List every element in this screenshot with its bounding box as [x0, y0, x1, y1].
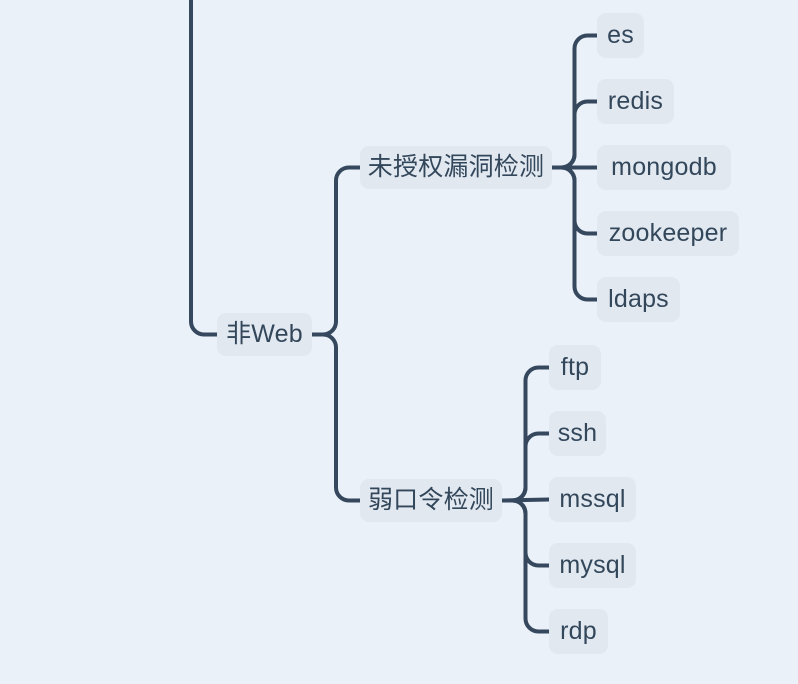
- connector-branch-unauth-to-leaf-redis: [550, 99, 599, 170]
- connector-branch-weakpass-to-leaf-ssh: [500, 431, 551, 503]
- mindmap-node-mongodb[interactable]: mongodb: [597, 145, 731, 190]
- node-label: mongodb: [611, 153, 717, 181]
- node-label: redis: [607, 87, 664, 115]
- node-label: ldaps: [608, 285, 669, 313]
- connector-incoming-to-root: [189, 0, 219, 337]
- mindmap-node-mysql[interactable]: mysql: [549, 543, 636, 588]
- connector-branch-unauth-to-leaf-es: [550, 33, 599, 170]
- node-label: 弱口令检测: [367, 486, 494, 514]
- mindmap-node-ssh[interactable]: ssh: [549, 411, 606, 456]
- mindmap-node-ldaps[interactable]: ldaps: [597, 277, 680, 322]
- connector-branch-unauth-to-leaf-ldaps: [550, 165, 599, 302]
- node-label: mysql: [559, 551, 626, 579]
- node-label: 未授权漏洞检测: [367, 153, 545, 181]
- connector-branch-weakpass-to-leaf-rdp: [500, 498, 551, 634]
- node-label: es: [607, 21, 634, 49]
- mindmap-node-redis[interactable]: redis: [597, 79, 674, 124]
- node-label: mssql: [559, 485, 626, 513]
- node-label: 非Web: [226, 320, 303, 348]
- connector-root-to-branch-unauth: [310, 165, 362, 337]
- mindmap-node-root[interactable]: 非Web: [217, 313, 312, 356]
- connector-branch-weakpass-to-leaf-mysql: [500, 498, 551, 568]
- connector-branch-weakpass-to-leaf-ftp: [500, 365, 551, 503]
- connector-branch-weakpass-to-leaf-mssql: [500, 497, 551, 503]
- mindmap-node-es[interactable]: es: [597, 13, 644, 58]
- connector-branch-unauth-to-leaf-zookeeper: [550, 165, 599, 236]
- mindmap-node-zookeeper[interactable]: zookeeper: [597, 211, 739, 256]
- mindmap-node-weak-password-detection[interactable]: 弱口令检测: [360, 479, 502, 522]
- mindmap-node-unauthorized-detection[interactable]: 未授权漏洞检测: [360, 146, 552, 189]
- node-label: ftp: [560, 353, 590, 381]
- node-label: ssh: [557, 419, 598, 447]
- mindmap-node-ftp[interactable]: ftp: [549, 345, 601, 390]
- node-label: zookeeper: [608, 219, 728, 247]
- mindmap-node-mssql[interactable]: mssql: [549, 477, 636, 522]
- node-label: rdp: [560, 617, 597, 645]
- connector-root-to-branch-weakpass: [310, 332, 362, 503]
- mindmap-node-rdp[interactable]: rdp: [549, 609, 608, 654]
